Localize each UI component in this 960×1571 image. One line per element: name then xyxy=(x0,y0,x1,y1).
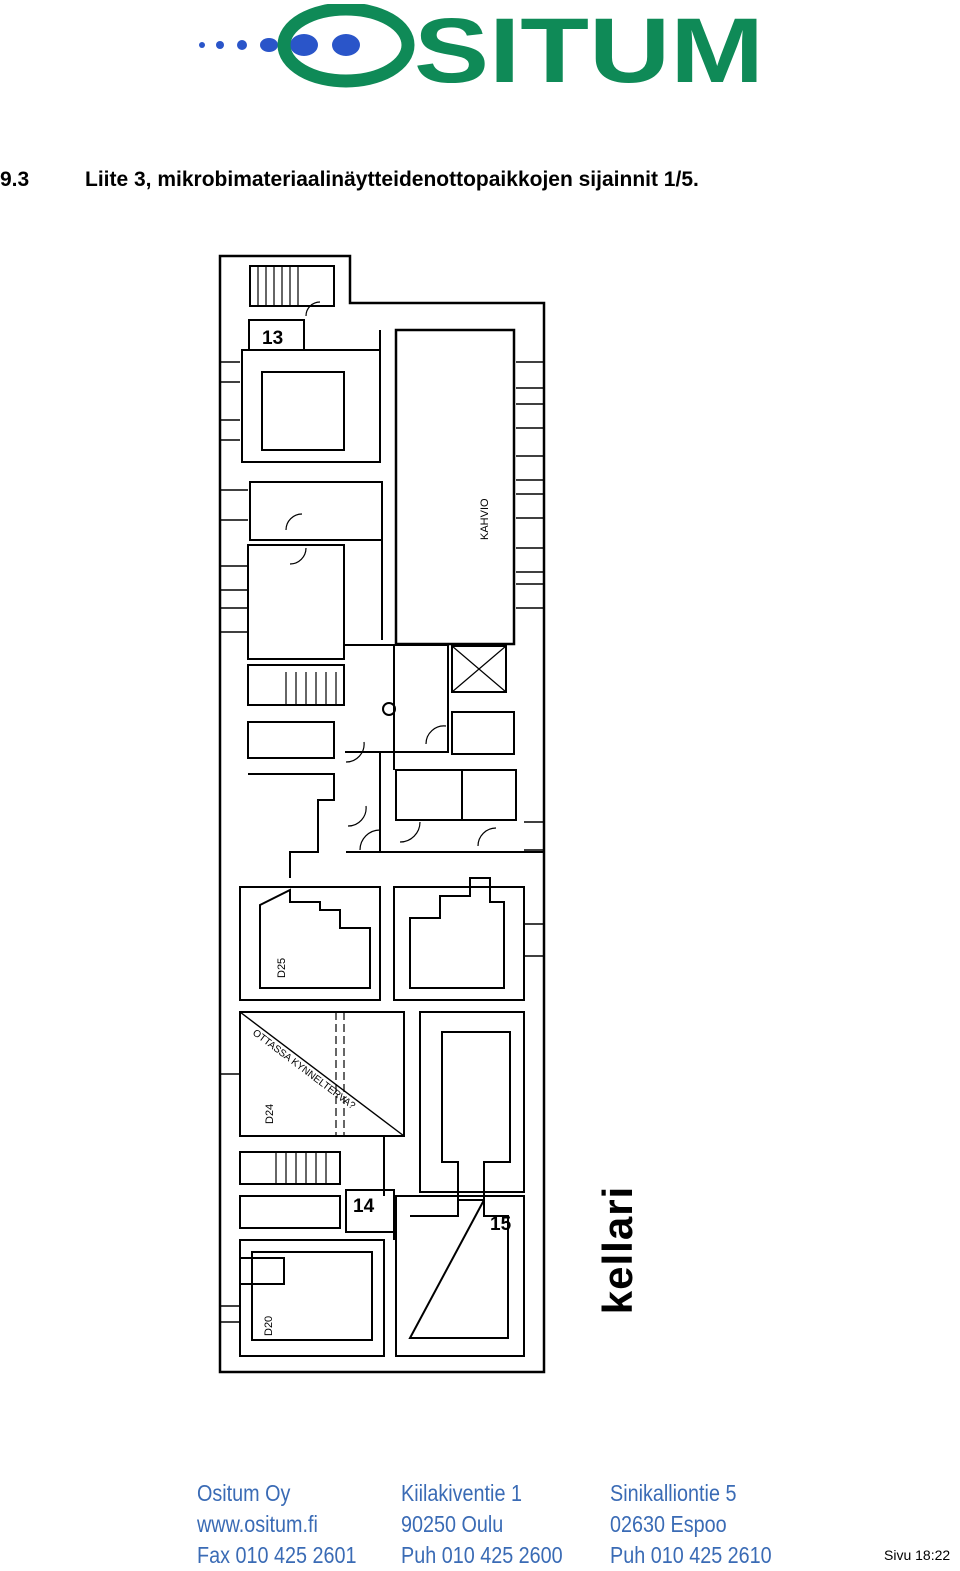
logo-dot xyxy=(216,41,224,49)
logo-dot xyxy=(237,40,247,50)
label-kahvio: KAHVIO xyxy=(479,498,491,540)
footer-fax: Fax 010 425 2601 xyxy=(197,1542,357,1568)
section-title: Liite 3, mikrobimateriaalinäytteidenotto… xyxy=(85,168,699,191)
footer-city-espoo: 02630 Espoo xyxy=(610,1511,727,1537)
footer-street-oulu: Kiilakiventie 1 xyxy=(401,1480,522,1506)
kahvio-room xyxy=(394,328,516,646)
shaft xyxy=(451,645,507,693)
floor-label: kellari xyxy=(588,1186,648,1314)
logo-dot xyxy=(199,42,205,48)
logo-dot xyxy=(332,34,360,56)
door-swing xyxy=(285,301,497,851)
label-note: OTTASSA KYNNELTERVA? xyxy=(250,1028,357,1113)
room-number-13: 13 xyxy=(262,328,283,349)
label-d25: D25 xyxy=(276,958,288,978)
room-number-15: 15 xyxy=(490,1214,512,1235)
room-block xyxy=(249,481,383,541)
footer-city-oulu: 90250 Oulu xyxy=(401,1511,504,1537)
stair xyxy=(249,265,335,307)
page-number: Sivu 18:22 xyxy=(884,1547,951,1563)
room-block xyxy=(247,544,345,660)
footer-phone-oulu: Puh 010 425 2600 xyxy=(401,1542,563,1568)
section-number: 9.3 xyxy=(0,168,30,191)
footer-column-2: Kiilakiventie 1 90250 Oulu Puh 010 425 2… xyxy=(401,1478,563,1571)
logo-dot xyxy=(260,38,278,52)
label-d20: D20 xyxy=(263,1316,275,1336)
footer-company: Ositum Oy xyxy=(197,1480,291,1506)
outer-wall xyxy=(218,254,546,1374)
footer-street-espoo: Sinikalliontie 5 xyxy=(610,1480,737,1506)
section-heading: 9.3 Liite 3, mikrobimateriaalinäytteiden… xyxy=(0,168,960,198)
logo-wordmark: SITUM xyxy=(414,4,764,88)
logo-o-ring xyxy=(277,4,415,88)
windows xyxy=(220,361,544,1323)
label-d24: D24 xyxy=(264,1104,276,1124)
footer-phone-espoo: Puh 010 425 2610 xyxy=(610,1542,772,1568)
ositum-logo: SITUM xyxy=(199,4,764,88)
footer-column-1: Ositum Oy www.ositum.fi Fax 010 425 2601 xyxy=(197,1478,356,1571)
floor-label-text: kellari xyxy=(594,1185,641,1315)
footer-website: www.ositum.fi xyxy=(197,1511,318,1537)
footer-column-3: Sinikalliontie 5 02630 Espoo Puh 010 425… xyxy=(610,1478,772,1571)
room-number-14: 14 xyxy=(353,1196,375,1217)
logo-dot xyxy=(290,34,318,56)
